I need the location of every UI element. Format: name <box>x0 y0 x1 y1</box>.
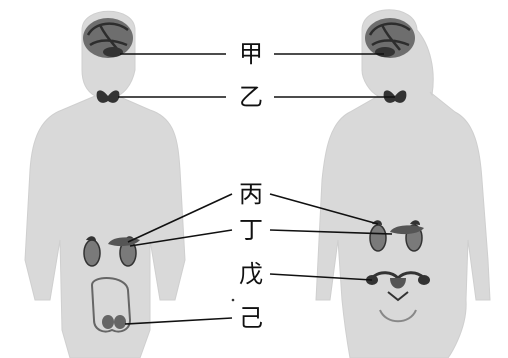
female-body-silhouette <box>316 10 490 358</box>
label-bing: 丙 <box>236 182 266 206</box>
male-figure <box>25 11 185 358</box>
label-yi: 乙 <box>236 85 266 109</box>
male-body-silhouette <box>25 11 185 358</box>
label-ding: 丁 <box>236 218 266 242</box>
female-brain <box>365 18 415 58</box>
stray-dot <box>232 299 235 302</box>
label-jia: 甲 <box>236 42 266 66</box>
label-wu: 戊 <box>236 262 266 286</box>
female-figure <box>316 10 490 358</box>
label-ji: 己 <box>236 306 266 330</box>
male-brain <box>83 18 133 58</box>
